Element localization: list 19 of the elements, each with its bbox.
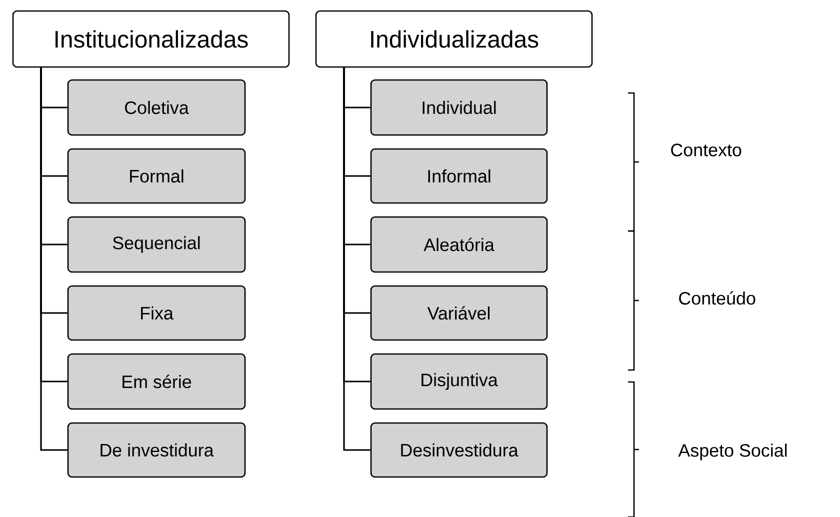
category-box: Institucionalizadas xyxy=(12,10,290,68)
connector xyxy=(343,68,370,451)
bracket-label: Aspeto Social xyxy=(678,444,787,460)
bracket-label: Contexto xyxy=(671,144,742,156)
type-box: Coletiva xyxy=(67,79,246,136)
bracket-label: Conteúdo xyxy=(679,291,756,305)
type-box: Sequencial xyxy=(67,216,246,273)
type-box: Em série xyxy=(67,353,246,410)
type-box: Individual xyxy=(370,79,548,136)
type-box: Formal xyxy=(67,148,246,204)
type-box: Variável xyxy=(370,285,548,341)
type-box: Disjuntiva xyxy=(370,353,548,410)
connector xyxy=(40,68,68,451)
type-box: Desinvestidura xyxy=(370,422,548,478)
type-box: Fixa xyxy=(67,285,246,341)
type-box: Informal xyxy=(370,148,548,204)
type-box: De investidura xyxy=(67,422,246,478)
type-box: Aleatória xyxy=(370,216,548,273)
category-box: Individualizadas xyxy=(315,10,593,68)
